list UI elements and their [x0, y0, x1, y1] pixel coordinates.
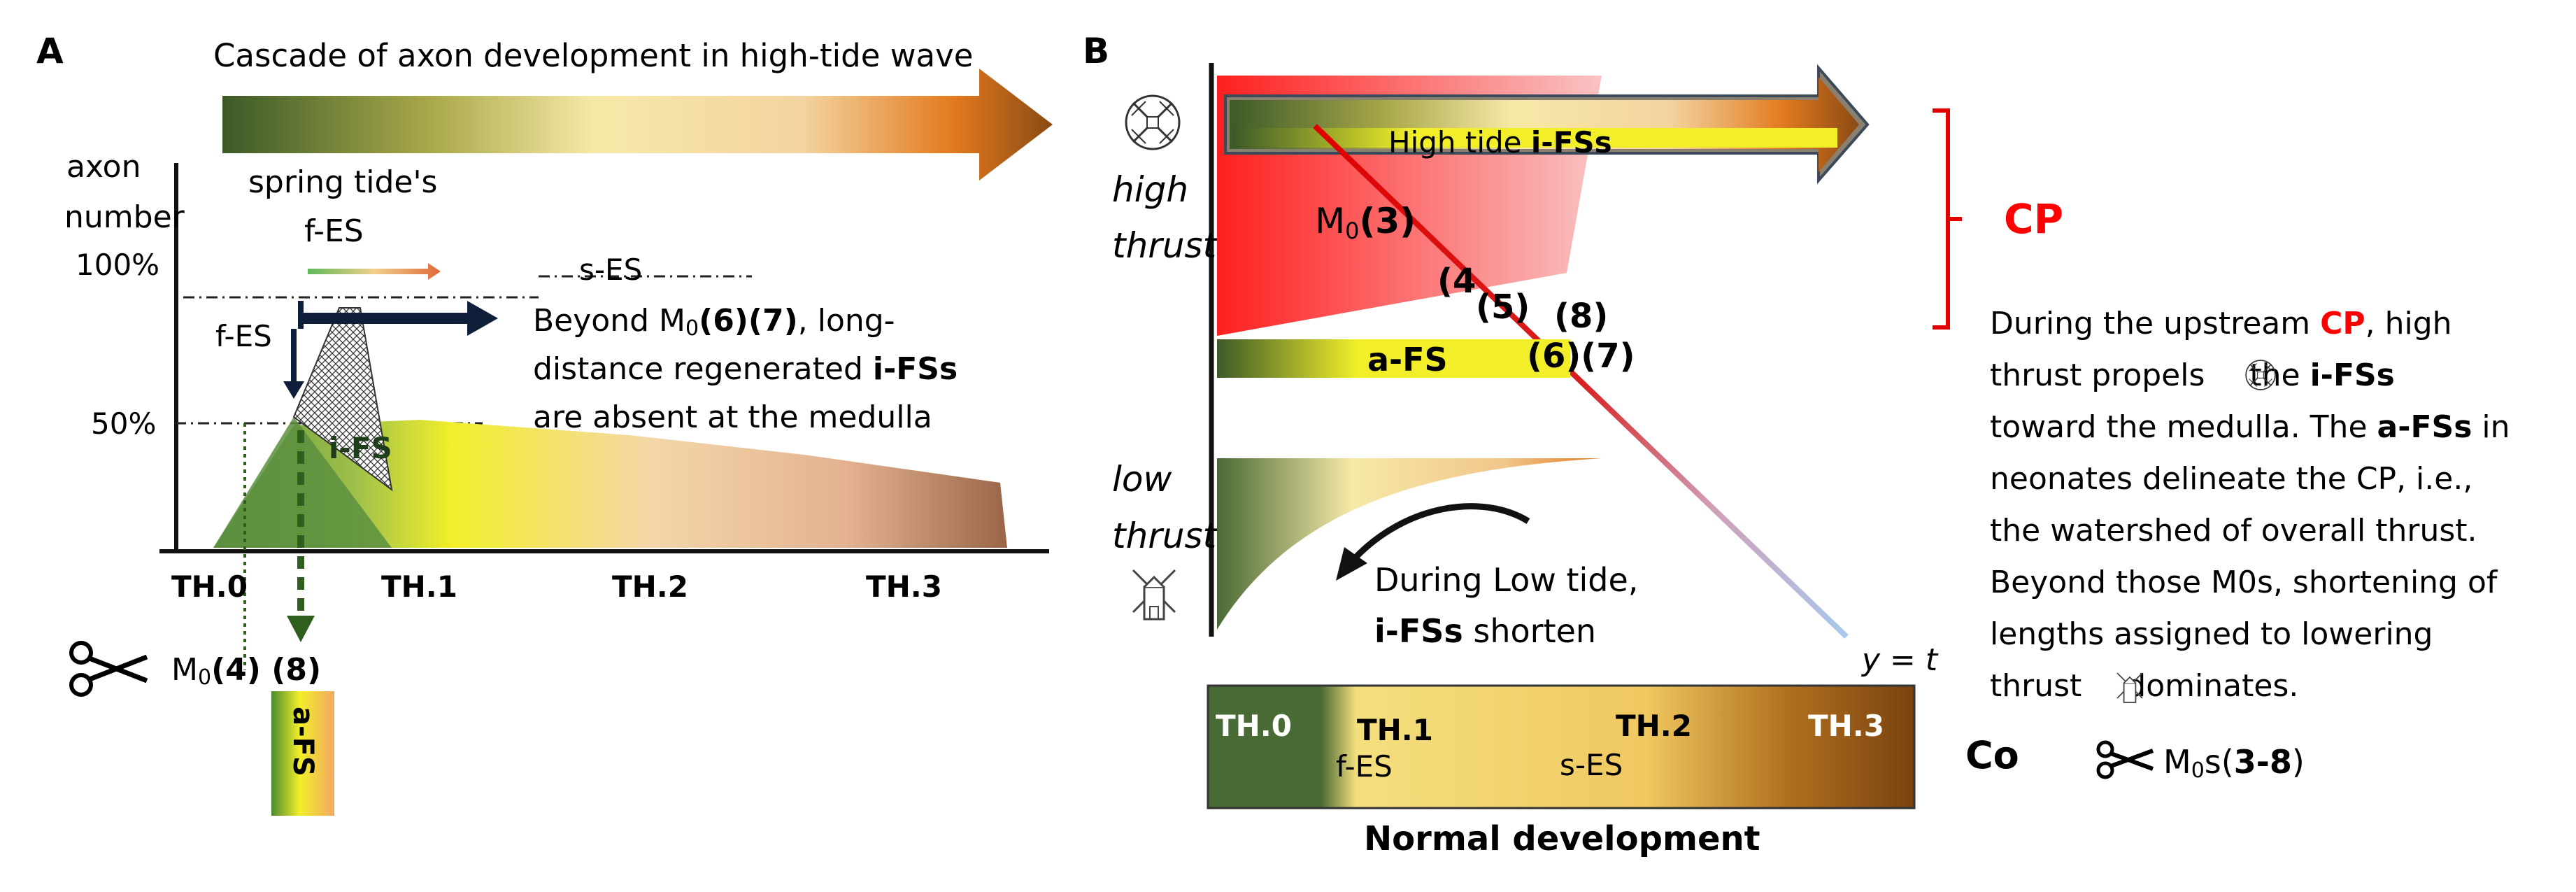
hatched-wedge — [292, 307, 393, 492]
i-fs-label: i-FS — [329, 431, 392, 465]
bar-th1: TH.1 — [1357, 713, 1433, 747]
f-es-down-arrow-head — [283, 381, 304, 399]
low-tide-curved-arrow — [1351, 503, 1530, 562]
cp-label: CP — [2004, 195, 2063, 243]
cascade-arrow — [222, 69, 1053, 180]
panel-b-a-fs-bar — [1217, 339, 1570, 378]
scissors-icon — [69, 641, 148, 697]
bar-th2: TH.2 — [1616, 709, 1692, 743]
bar-th0: TH.0 — [1216, 709, 1292, 743]
cp-text-line-3: toward the medulla. The a-FSs in — [1990, 409, 2510, 445]
spring-tide-label-2: f-ES — [304, 213, 364, 249]
windmill-inverted-icon — [1132, 569, 1176, 621]
tick-50: 50% — [91, 406, 156, 441]
high-thrust-label-1: high — [1112, 169, 1188, 210]
cp-text-line-6: Beyond those M0s, shortening of — [1990, 565, 2498, 600]
y-equals-t-label: y = t — [1860, 642, 1939, 678]
spring-tide-label-1: spring tide's — [248, 164, 437, 200]
y-axis-label-1: axon — [66, 149, 141, 185]
label-5: (5) — [1476, 288, 1530, 327]
tick-100: 100% — [76, 248, 159, 282]
cascade-title: Cascade of axon development in high-tide… — [213, 37, 973, 74]
m0-4-8-label: M0(4) (8) — [171, 652, 321, 690]
cp-text-line-1: During the upstream CP, high — [1990, 306, 2452, 341]
label-6-7: (6)(7) — [1527, 337, 1635, 376]
f-es-label: f-ES — [215, 319, 272, 353]
panel-b-a-fs-label: a-FS — [1367, 341, 1448, 378]
cp-text-line-2: thrust propels the i-FSs — [1990, 357, 2395, 393]
scissors-icon-co — [2096, 740, 2154, 779]
dashed-marker-arrowhead — [287, 616, 315, 642]
high-thrust-label-2: thrust — [1112, 225, 1218, 266]
high-tide-label: High tide i-FSs — [1388, 125, 1612, 160]
a-fs-vertical-bar — [271, 691, 334, 816]
navy-arrow-shaft — [301, 313, 469, 324]
panel-b-label: B — [1083, 31, 1109, 71]
windmill-icon — [1125, 94, 1181, 150]
cp-text-line-8: thrust dominates. — [1990, 668, 2298, 704]
cp-bracket — [1933, 108, 1962, 330]
beyond-line-2: distance regenerated i-FSs — [533, 351, 958, 387]
low-tide-text-1: During Low tide, — [1374, 561, 1638, 599]
low-thrust-label-1: low — [1112, 459, 1172, 500]
normal-development-label: Normal development — [1364, 819, 1760, 858]
panel-a-th0: TH.0 — [171, 569, 248, 604]
panel-a-th3: TH.3 — [866, 569, 942, 604]
panel-a-th1: TH.1 — [381, 569, 457, 604]
i-fs-area — [213, 420, 1007, 548]
cp-text-line-5: the watershed of overall thrust. — [1990, 513, 2477, 548]
panel-a-label: A — [36, 31, 64, 71]
m0-3-label: M0(3) — [1315, 201, 1416, 244]
high-tide-arrow-fill — [1230, 77, 1859, 172]
low-thrust-fan — [1217, 458, 1602, 630]
cp-text-line-7: lengths assigned to lowering — [1990, 616, 2433, 652]
normal-development-bar — [1207, 684, 1916, 809]
panel-a-th2: TH.2 — [612, 569, 688, 604]
cp-text-line-4: neonates delineate the CP, i.e., — [1990, 461, 2472, 497]
beyond-line-3: are absent at the medulla — [533, 399, 932, 435]
bar-f-es: f-ES — [1336, 749, 1393, 784]
beyond-line-1: Beyond M0(6)(7), long- — [533, 303, 895, 341]
a-fs-vertical-label: a-FS — [287, 707, 319, 777]
low-tide-curved-arrowhead — [1336, 547, 1367, 581]
y-axis-label-2: number — [64, 199, 185, 235]
low-thrust-label-2: thrust — [1112, 516, 1218, 556]
co-label: Co — [1965, 733, 2019, 777]
m0s-3-8-label: M0s(3-8) — [2163, 743, 2305, 783]
spring-tide-arrow — [308, 263, 441, 280]
low-tide-text-2: i-FSs shorten — [1374, 612, 1596, 650]
bar-s-es: s-ES — [1560, 748, 1623, 782]
bar-th3: TH.3 — [1808, 709, 1884, 743]
windmill-inverted-icon-inline — [2116, 672, 2143, 703]
label-8: (8) — [1554, 297, 1608, 336]
navy-arrow-head — [467, 301, 498, 336]
label-4: (4 — [1437, 262, 1476, 301]
y-equals-t-line — [1313, 124, 1849, 639]
s-es-label: s-ES — [579, 253, 642, 287]
